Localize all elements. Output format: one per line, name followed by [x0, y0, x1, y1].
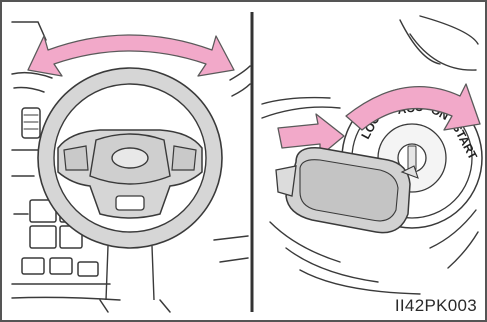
figure-code: II42PK003	[395, 296, 477, 316]
